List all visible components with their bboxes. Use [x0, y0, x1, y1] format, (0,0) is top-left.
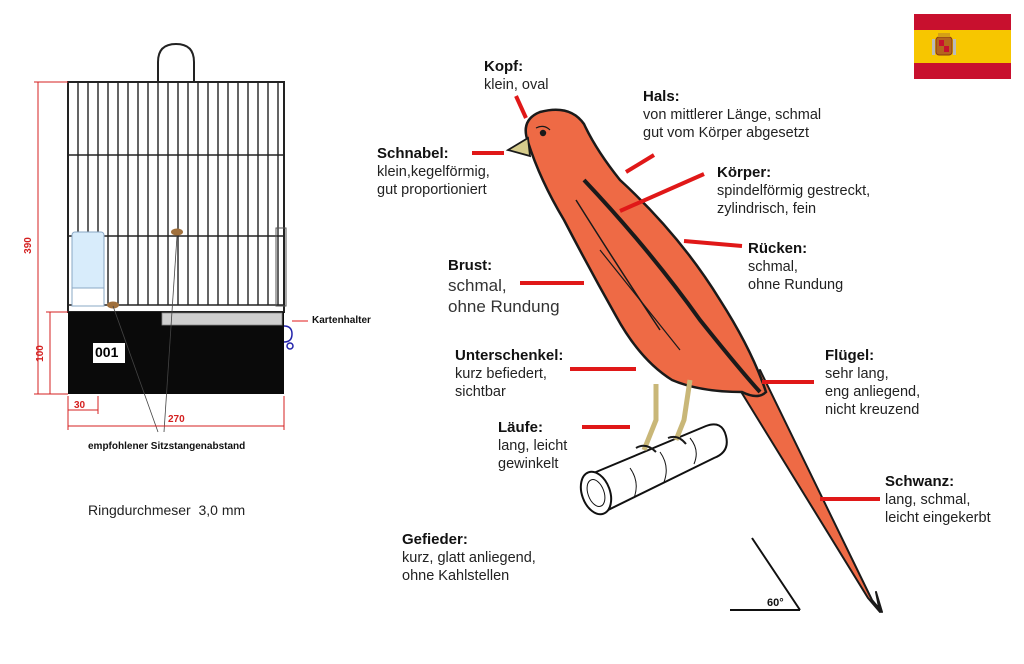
label-ruecken: Rücken: schmal, ohne Rundung	[748, 240, 843, 294]
tail-angle-label: 60°	[767, 597, 784, 609]
label-gefieder: Gefieder: kurz, glatt anliegend, ohne Ka…	[402, 531, 536, 585]
label-schnabel-line: gut proportioniert	[377, 182, 487, 198]
label-kopf: Kopf: klein, oval	[484, 58, 548, 94]
label-brust-line: ohne Rundung	[448, 297, 560, 316]
label-schwanz-line: leicht eingekerbt	[885, 510, 991, 526]
perch-log	[579, 423, 728, 516]
cage-total-width: 270	[168, 414, 185, 425]
label-ruecken-line: ohne Rundung	[748, 277, 844, 293]
label-brust: Brust: schmal, ohne Rundung	[448, 257, 560, 317]
label-schwanz-line: lang, schmal,	[885, 492, 971, 508]
cage-drawing	[34, 42, 308, 433]
spain-flag-icon	[914, 14, 1011, 79]
pointer-lines	[472, 95, 880, 501]
cage-height-total: 390	[22, 237, 34, 254]
label-gefieder-title: Gefieder:	[402, 531, 468, 548]
label-koerper: Körper: spindelförmig gestreckt, zylindr…	[717, 164, 870, 218]
ring-diameter-label: Ringdurchmeser 3,0 mm	[88, 502, 246, 518]
label-fluegel-line: nicht kreuzend	[825, 402, 920, 418]
cage-base-height: 100	[34, 345, 46, 362]
tail-angle-indicator	[730, 537, 801, 611]
label-unterschenkel-title: Unterschenkel:	[455, 347, 564, 364]
perch-distance-label: empfohlener Sitzstangenabstand	[88, 441, 246, 452]
label-schnabel-line: klein,kegelförmig,	[377, 164, 490, 180]
label-gefieder-line: ohne Kahlstellen	[402, 568, 510, 584]
label-laeufe-title: Läufe:	[498, 419, 543, 436]
label-fluegel: Flügel: sehr lang, eng anliegend, nicht …	[825, 347, 920, 419]
label-koerper-title: Körper:	[717, 164, 772, 181]
label-ruecken-line: schmal,	[748, 259, 798, 275]
label-hals-line: von mittlerer Länge, schmal	[643, 107, 822, 123]
label-hals: Hals: von mittlerer Länge, schmal gut vo…	[643, 88, 821, 142]
label-schnabel: Schnabel: klein,kegelförmig, gut proport…	[377, 145, 490, 199]
card-holder-label: Kartenhalter	[312, 315, 371, 326]
label-fluegel-line: eng anliegend,	[825, 384, 921, 400]
canary-bird	[505, 108, 883, 613]
label-koerper-line: spindelförmig gestreckt,	[717, 183, 871, 199]
label-laeufe: Läufe: lang, leicht gewinkelt	[498, 419, 567, 473]
card-number: 001	[95, 344, 119, 360]
label-gefieder-line: kurz, glatt anliegend,	[402, 550, 536, 566]
label-brust-line: schmal,	[448, 276, 507, 295]
label-laeufe-line: lang, leicht	[498, 438, 568, 454]
label-kopf-line: klein, oval	[484, 77, 549, 93]
label-koerper-line: zylindrisch, fein	[717, 201, 817, 217]
label-unterschenkel-line: sichtbar	[455, 384, 506, 400]
label-unterschenkel-line: kurz befiedert,	[455, 366, 547, 382]
label-ruecken-title: Rücken:	[748, 240, 808, 257]
label-unterschenkel: Unterschenkel: kurz befiedert, sichtbar	[455, 347, 563, 401]
label-fluegel-title: Flügel:	[825, 347, 875, 364]
label-schwanz: Schwanz: lang, schmal, leicht eingekerbt	[885, 473, 991, 527]
label-hals-line: gut vom Körper abgesetzt	[643, 125, 810, 141]
label-schnabel-title: Schnabel:	[377, 145, 449, 162]
label-schwanz-title: Schwanz:	[885, 473, 955, 490]
label-laeufe-line: gewinkelt	[498, 456, 559, 472]
label-hals-title: Hals:	[643, 88, 680, 105]
label-brust-title: Brust:	[448, 257, 493, 274]
label-fluegel-line: sehr lang,	[825, 366, 889, 382]
cage-small-width: 30	[74, 400, 86, 411]
label-kopf-title: Kopf:	[484, 58, 524, 75]
